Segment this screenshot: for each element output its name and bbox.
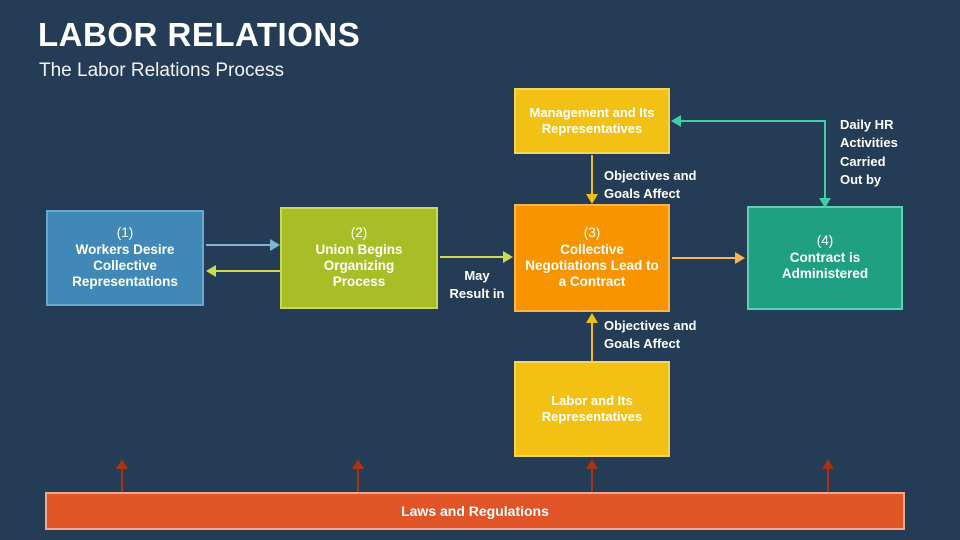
edge-label-objectives-goals-top: Objectives and Goals Affect xyxy=(604,167,696,204)
box-contract-number: (4) xyxy=(816,233,834,249)
connector-union-to-workers-arrowhead xyxy=(206,265,216,277)
box-negotiations-line-3: a Contract xyxy=(558,274,626,290)
box-workers-line-1: Workers Desire xyxy=(75,241,175,257)
box-workers-line-2: Collective xyxy=(93,258,157,273)
box-workers-number: (1) xyxy=(116,225,134,241)
edge-label-daily-hr-activities: Daily HR Activities Carried Out by xyxy=(840,116,898,190)
connector-management-to-negotiations-line xyxy=(591,155,593,195)
box-management-and-its-representatives[interactable]: Management and Its Representatives xyxy=(514,88,670,154)
edge-label-may-result-line-2: Result in xyxy=(449,286,505,302)
box-union-line-1: Union Begins xyxy=(315,241,403,257)
box-negotiations-number: (3) xyxy=(583,225,601,241)
law-arrow-stem-1 xyxy=(121,466,123,494)
edge-label-objectives-bottom-line-1: Objectives and xyxy=(604,318,697,333)
box-negotiations-line-1: Collective xyxy=(560,241,624,257)
edge-label-may-result-in: May Result in xyxy=(447,267,507,304)
page-title: LABOR RELATIONS xyxy=(38,16,361,53)
box-labor-line-1: Labor and Its xyxy=(551,393,633,409)
box-union-line-3: Process xyxy=(332,274,386,290)
box-collective-negotiations-lead-to-a-contract[interactable]: (3) Collective Negotiations Lead to a Co… xyxy=(514,204,670,312)
law-arrow-head-4 xyxy=(822,459,834,469)
connector-union-to-negotiations-arrowhead xyxy=(503,251,513,263)
edge-label-daily-hr-line-3: Carried xyxy=(840,153,886,169)
box-management-line-2: Representatives xyxy=(541,121,643,136)
edge-label-daily-hr-line-4: Out by xyxy=(840,172,882,188)
law-arrow-stem-3 xyxy=(591,466,593,494)
box-workers-desire-collective-representations[interactable]: (1) Workers Desire Collective Representa… xyxy=(46,210,204,306)
laws-and-regulations-label: Laws and Regulations xyxy=(401,503,549,519)
edge-label-objectives-bottom-line-2: Goals Affect xyxy=(604,336,681,352)
edge-label-may-result-line-1: May xyxy=(464,268,490,283)
edge-label-objectives-top-line-2: Goals Affect xyxy=(604,186,681,202)
connector-workers-to-union-arrowhead xyxy=(270,239,280,251)
box-contract-line-1: Contract is xyxy=(789,249,861,265)
edge-label-daily-hr-line-2: Activities xyxy=(840,135,898,151)
law-arrow-stem-4 xyxy=(827,466,829,494)
connector-union-to-negotiations-line xyxy=(440,256,504,258)
law-arrow-head-2 xyxy=(352,459,364,469)
box-union-begins-organizing-process[interactable]: (2) Union Begins Organizing Process xyxy=(280,207,438,309)
law-arrow-head-3 xyxy=(586,459,598,469)
page-subtitle: The Labor Relations Process xyxy=(39,60,285,81)
edge-label-objectives-goals-bottom: Objectives and Goals Affect xyxy=(604,317,696,354)
connector-management-to-negotiations-arrowhead xyxy=(586,194,598,204)
laws-and-regulations-bar[interactable]: Laws and Regulations xyxy=(45,492,905,530)
connector-contract-to-management-arrowhead xyxy=(671,115,681,127)
box-contract-is-administered[interactable]: (4) Contract is Administered xyxy=(747,206,903,310)
connector-labor-to-negotiations-line xyxy=(591,322,593,362)
connector-negotiations-to-contract-line xyxy=(672,257,736,259)
box-labor-and-its-representatives[interactable]: Labor and Its Representatives xyxy=(514,361,670,457)
law-arrow-stem-2 xyxy=(357,466,359,494)
box-negotiations-line-2: Negotiations Lead to xyxy=(525,258,659,273)
connector-contract-to-management-down-arrowhead xyxy=(819,198,831,208)
connector-negotiations-to-contract-arrowhead xyxy=(735,252,745,264)
law-arrow-head-1 xyxy=(116,459,128,469)
edge-label-objectives-top-line-1: Objectives and xyxy=(604,168,697,183)
box-contract-line-2: Administered xyxy=(781,266,869,282)
box-workers-line-3: Representations xyxy=(72,274,178,290)
edge-label-daily-hr-line-1: Daily HR xyxy=(840,117,894,132)
box-labor-line-2: Representatives xyxy=(541,409,643,424)
box-union-line-2: Organizing xyxy=(323,258,395,273)
connector-union-to-workers-line xyxy=(216,270,280,272)
connector-contract-to-management-vertical xyxy=(824,120,826,208)
box-management-line-1: Management and Its xyxy=(529,105,655,121)
connector-workers-to-union-line xyxy=(206,244,272,246)
connector-labor-to-negotiations-arrowhead xyxy=(586,313,598,323)
connector-contract-to-management-horizontal xyxy=(681,120,826,122)
box-union-number: (2) xyxy=(350,225,368,241)
